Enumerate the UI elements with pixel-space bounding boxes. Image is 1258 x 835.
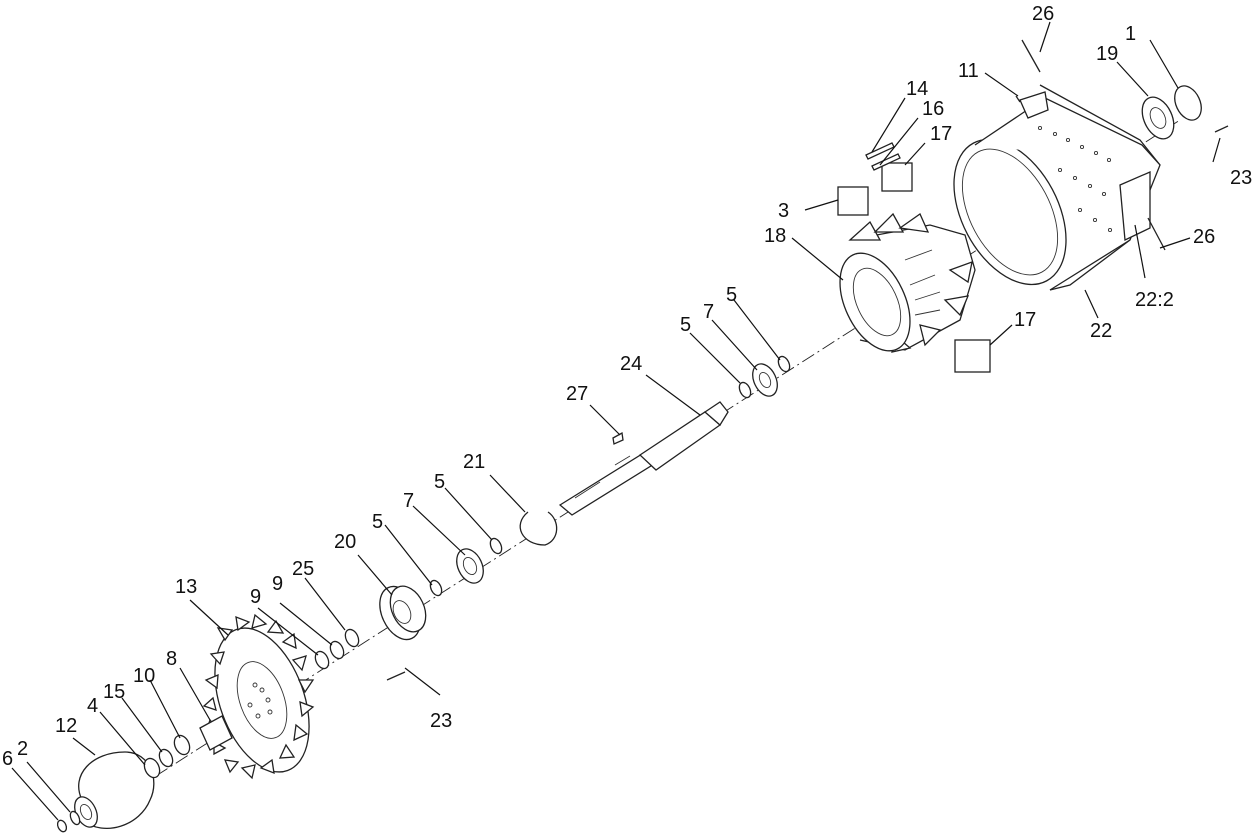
callout-6: 6	[2, 748, 13, 770]
callout-18: 18	[764, 225, 786, 247]
callout-23-lower: 23	[430, 710, 452, 732]
part-7-bearing	[456, 548, 484, 584]
part-24-shaft	[558, 401, 729, 516]
callout-11: 11	[958, 60, 979, 82]
callout-16: 16	[922, 98, 944, 120]
leader-lines	[11, 21, 1221, 821]
callout-2: 2	[17, 738, 28, 760]
callout-7-lower: 7	[403, 490, 414, 512]
part-16-strip	[871, 153, 901, 171]
callout-9-b: 9	[250, 586, 261, 608]
part-8-spacer	[199, 715, 233, 751]
part-1-ring	[1174, 85, 1202, 121]
part-17-pad-lower	[954, 339, 991, 373]
callout-26-lower: 26	[1193, 226, 1215, 248]
part-21-retaining-ring	[519, 511, 558, 546]
part-14-strip	[865, 142, 895, 160]
callout-5-a: 5	[726, 284, 737, 306]
callout-19: 19	[1096, 43, 1118, 65]
part-11-screw	[1015, 95, 1021, 103]
part-7-bearing-upper	[752, 363, 778, 397]
callout-4: 4	[87, 695, 98, 717]
callout-17-upper: 17	[930, 123, 952, 145]
callout-5-d: 5	[372, 511, 383, 533]
callout-13: 13	[175, 576, 197, 598]
callout-25: 25	[292, 558, 314, 580]
part-3-pad	[837, 186, 869, 216]
callout-24: 24	[620, 353, 642, 375]
callout-9-a: 9	[272, 573, 283, 595]
part-23-screw-upper	[1214, 125, 1229, 133]
callout-21: 21	[463, 451, 485, 473]
part-12-nose-cone	[74, 751, 155, 829]
callout-14: 14	[906, 78, 928, 100]
part-23-screw-lower	[386, 671, 406, 681]
callout-15: 15	[103, 681, 125, 703]
callout-27: 27	[566, 383, 588, 405]
callout-22: 22	[1090, 320, 1112, 342]
callout-5-b: 5	[680, 314, 691, 336]
callout-22-2: 22:2	[1135, 289, 1174, 311]
part-20-flange	[379, 585, 427, 641]
part-26-pin-lower	[1147, 217, 1166, 251]
callout-5-c: 5	[434, 471, 445, 493]
callout-1: 1	[1125, 23, 1136, 45]
callout-10: 10	[133, 665, 155, 687]
small-rings	[56, 355, 791, 833]
callout-8: 8	[166, 648, 177, 670]
callout-12: 12	[55, 715, 77, 737]
callout-23-upper: 23	[1230, 167, 1252, 189]
callout-17-lower: 17	[1014, 309, 1036, 331]
part-22-housing	[953, 84, 1161, 291]
part-18-fan-rotor	[839, 212, 976, 353]
part-26-pin-upper	[1021, 39, 1041, 73]
callout-20: 20	[334, 531, 356, 553]
callout-26-upper: 26	[1032, 3, 1054, 25]
part-13-fan	[202, 613, 315, 780]
callout-3: 3	[778, 200, 789, 222]
part-27-key	[612, 431, 624, 445]
callout-7-upper: 7	[703, 301, 714, 323]
part-17-pad-upper	[881, 162, 913, 192]
part-19-flange	[1141, 96, 1175, 140]
